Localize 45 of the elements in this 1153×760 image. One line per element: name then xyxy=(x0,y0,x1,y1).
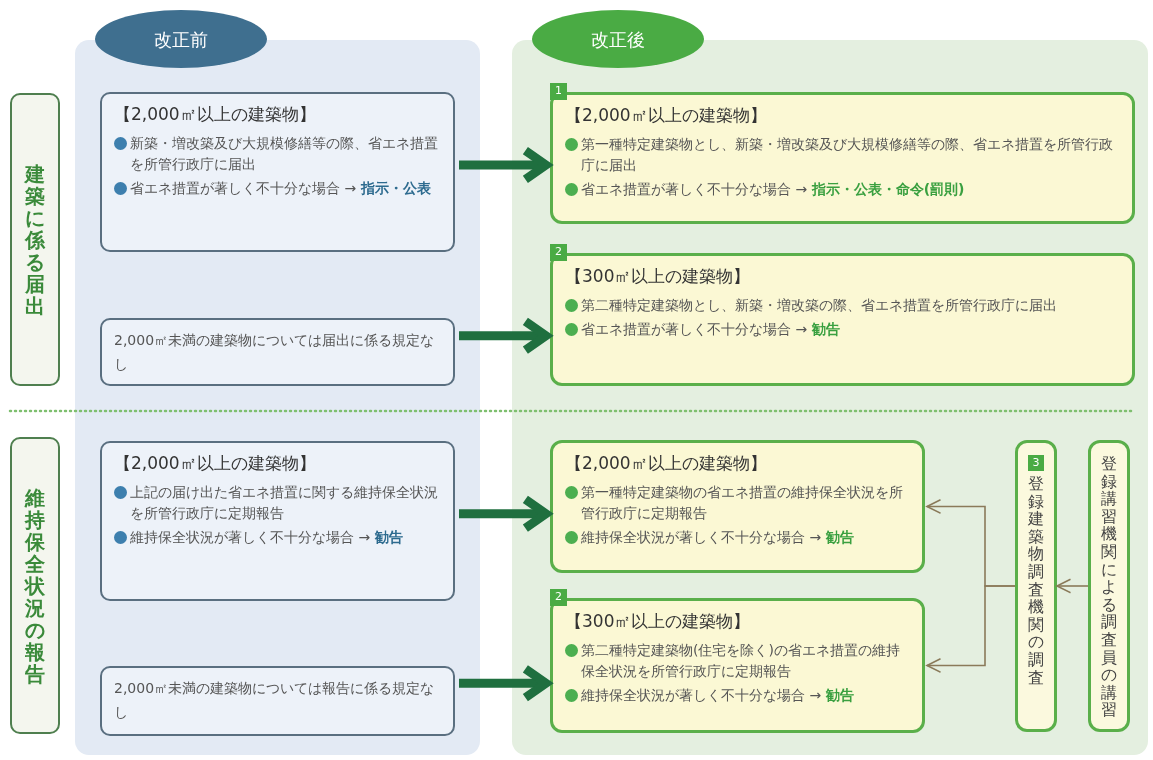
arrow xyxy=(459,497,551,531)
section-heading: 改正前 xyxy=(95,10,267,68)
before-box xyxy=(100,92,455,252)
box-text: 2,000㎡未満の建築物については報告に係る規定なし xyxy=(114,679,436,722)
box-heading: 【2,000㎡以上の建築物】 xyxy=(114,452,317,475)
vertical-label: 建築に係る届出 xyxy=(25,162,45,317)
number-tag: 2 xyxy=(550,589,567,606)
bullet-text: 維持保全状況が著しく不十分な場合 → 勧告 xyxy=(130,527,403,547)
bullet-text: 上記の届け出た省エネ措置に関する維持保全状況を所管行政庁に定期報告 xyxy=(130,482,439,523)
box-heading: 【2,000㎡以上の建築物】 xyxy=(114,103,317,126)
after-box xyxy=(550,440,925,573)
arrow xyxy=(1056,578,1089,594)
bullet-text: 省エネ措置が著しく不十分な場合 → 指示・公表・命令(罰則) xyxy=(581,179,965,199)
before-box xyxy=(100,441,455,601)
bullet-text: 第一種特定建築物とし、新築・増改築及び大規模修繕等の際、省エネ措置を所管行政庁に届出 xyxy=(581,134,1114,175)
bullet-text: 第一種特定建築物の省エネ措置の維持保全状況を所管行政庁に定期報告 xyxy=(581,482,904,523)
vertical-label: 登録講習機関による調査員の講習 xyxy=(1101,455,1117,719)
bullet-text: 維持保全状況が著しく不十分な場合 → 勧告 xyxy=(581,685,854,705)
arrow xyxy=(459,148,551,182)
bullet-text: 第二種特定建築物(住宅を除く)の省エネ措置の維持保全状況を所管行政庁に定期報告 xyxy=(581,640,901,681)
vertical-label: 登録建築物調査機関の調査 xyxy=(1028,475,1044,687)
bullet-text: 新築・増改築及び大規模修繕等の際、省エネ措置を所管行政庁に届出 xyxy=(130,133,439,174)
box-heading: 【300㎡以上の建築物】 xyxy=(565,265,752,288)
arrow xyxy=(459,319,551,353)
section-heading: 改正後 xyxy=(532,10,704,68)
number-tag: 3 xyxy=(1028,455,1044,471)
arrow xyxy=(459,666,551,700)
vertical-box xyxy=(1088,440,1130,732)
box-heading: 【2,000㎡以上の建築物】 xyxy=(565,104,768,127)
vertical-box xyxy=(1015,440,1057,732)
bullet-text: 省エネ措置が著しく不十分な場合 → 指示・公表 xyxy=(130,178,431,198)
bullet-text: 省エネ措置が著しく不十分な場合 → 勧告 xyxy=(581,319,840,339)
number-tag: 1 xyxy=(550,83,567,100)
arrow xyxy=(926,585,1016,673)
category-label-box xyxy=(10,93,60,386)
vertical-label: 維持保全状況の報告 xyxy=(25,486,45,685)
number-tag: 2 xyxy=(550,244,567,261)
box-text: 2,000㎡未満の建築物については届出に係る規定なし xyxy=(114,331,436,374)
category-label-box xyxy=(10,437,60,734)
bullet-text: 維持保全状況が著しく不十分な場合 → 勧告 xyxy=(581,527,854,547)
before-box xyxy=(100,318,455,386)
bullet-text: 第二種特定建築物とし、新築・増改築の際、省エネ措置を所管行政庁に届出 xyxy=(581,295,1057,315)
box-heading: 【300㎡以上の建築物】 xyxy=(565,610,752,633)
box-heading: 【2,000㎡以上の建築物】 xyxy=(565,452,768,475)
before-box xyxy=(100,666,455,736)
